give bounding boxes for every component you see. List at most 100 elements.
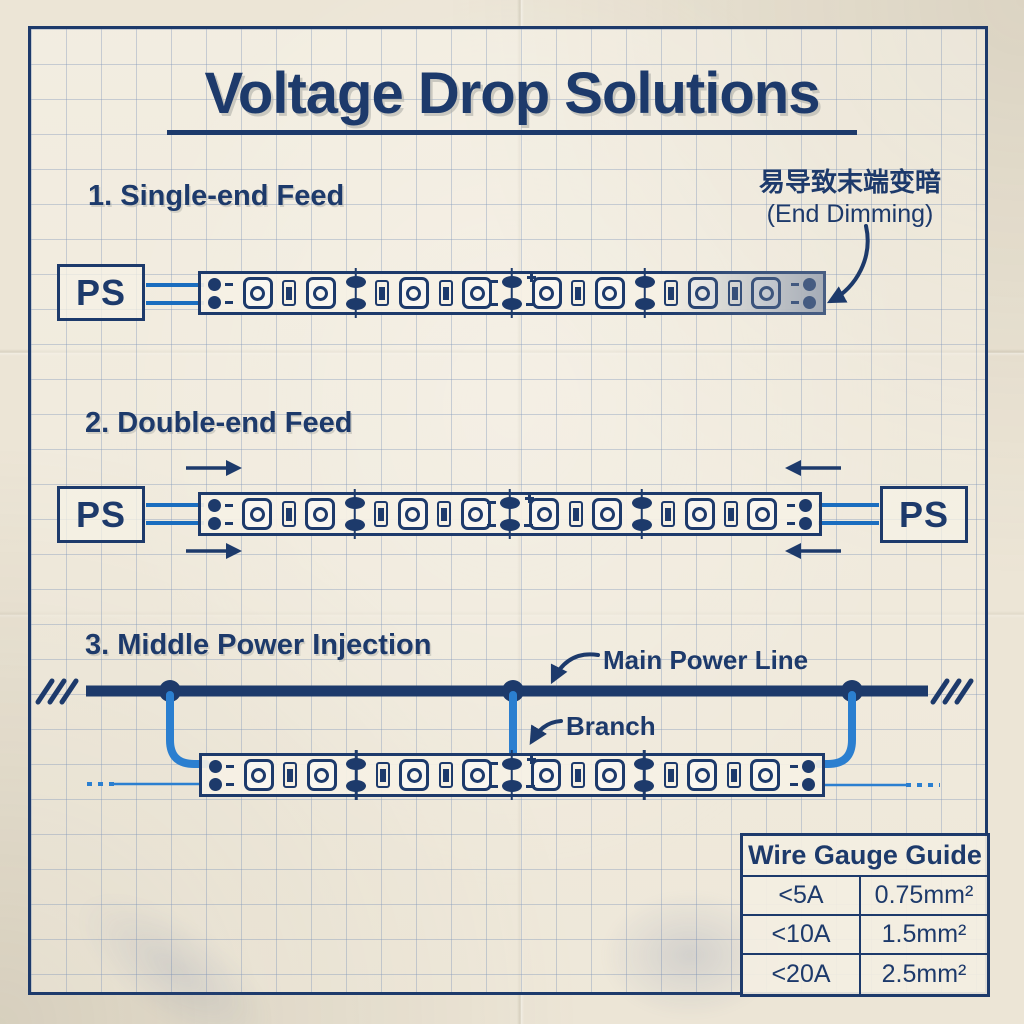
resistor-icon — [374, 501, 389, 527]
led-strip-single-end — [198, 271, 826, 315]
solder-oval — [345, 298, 366, 310]
cut-point — [488, 271, 536, 315]
led-strip-middle-injection — [199, 753, 825, 797]
minus-mark — [488, 762, 498, 765]
led-lens — [469, 767, 485, 783]
resistor-icon — [283, 762, 298, 788]
minus-mark — [488, 280, 498, 283]
cut-point — [634, 271, 655, 315]
end-dimming-annotation-en: (End Dimming) — [766, 199, 934, 228]
solder-pad — [801, 759, 815, 773]
led-icon — [462, 759, 493, 791]
led-icon — [243, 759, 274, 791]
resistor-body — [665, 507, 672, 521]
cut-point — [486, 492, 534, 536]
resistor-icon — [661, 501, 676, 527]
led-lens — [602, 767, 618, 783]
led-lens — [694, 767, 710, 783]
led-icon — [462, 277, 493, 309]
gauge-cell: 1.5mm² — [881, 920, 967, 948]
wire-gauge-table-title: Wire Gauge Guide — [743, 836, 987, 877]
led-lens — [250, 285, 266, 301]
resistor-icon — [375, 762, 390, 788]
solder-pad-row — [786, 498, 812, 512]
power-supply-2-right: PS — [880, 486, 968, 543]
title-underline — [167, 130, 857, 135]
solder-oval — [631, 497, 652, 509]
led-icon — [242, 498, 273, 530]
led-icon — [460, 498, 491, 530]
minus-mark — [488, 303, 498, 306]
solder-oval — [345, 276, 366, 288]
solder-oval — [346, 758, 367, 770]
led-icon — [398, 277, 429, 309]
main-power-line-label: Main Power Line — [603, 645, 809, 675]
led-icon — [531, 277, 562, 309]
resistor-body — [442, 286, 449, 300]
solder-pad-row — [208, 498, 233, 512]
led-icon — [305, 277, 336, 309]
minus-mark — [525, 785, 535, 788]
solder-oval — [501, 780, 522, 792]
led-icon — [594, 277, 625, 309]
resistor-icon — [282, 280, 297, 306]
plus-mark — [524, 494, 534, 503]
plus-mark — [526, 755, 536, 764]
solder-pad — [208, 498, 221, 512]
solder-pads — [208, 498, 233, 530]
led-icon — [750, 759, 781, 791]
solder-pad-row — [209, 759, 234, 773]
wire-gauge-table: Wire Gauge Guide <5A 0.75mm² <10A 1.5mm²… — [740, 833, 990, 997]
minus-mark — [486, 501, 496, 504]
led-icon — [242, 277, 273, 309]
resistor-icon — [375, 280, 390, 306]
resistor-body — [730, 768, 737, 782]
resistor-body — [378, 507, 385, 521]
solder-pad — [208, 277, 221, 291]
end-dimming-annotation: 易导致末端变暗 (End Dimming) — [726, 166, 974, 230]
solder-pad — [208, 516, 221, 530]
solder-pad — [801, 777, 815, 791]
solder-pads — [786, 498, 812, 530]
led-lens — [536, 506, 552, 522]
led-icon — [687, 759, 718, 791]
end-dimming-annotation-cn: 易导致末端变暗 — [758, 167, 941, 197]
table-row: <10A 1.5mm² — [743, 916, 987, 955]
solder-oval — [499, 519, 520, 531]
power-supply-2-left: PS — [57, 486, 145, 543]
led-lens — [757, 767, 773, 783]
led-icon — [592, 498, 623, 530]
led-strip-double-end — [198, 492, 822, 536]
solder-oval — [499, 497, 520, 509]
solder-pads — [208, 277, 233, 309]
solder-pad-row — [789, 777, 815, 791]
led-icon — [305, 498, 336, 530]
led-lens — [406, 767, 422, 783]
resistor-body — [575, 768, 582, 782]
resistor-icon — [726, 762, 741, 788]
power-supply-1: PS — [57, 264, 145, 321]
resistor-body — [667, 768, 674, 782]
solder-pad — [209, 759, 222, 773]
section-1-heading: 1. Single-end Feed — [88, 180, 345, 212]
led-lens — [251, 767, 267, 783]
led-icon — [399, 759, 430, 791]
led-lens — [314, 767, 330, 783]
resistor-icon — [437, 501, 452, 527]
resistor-body — [441, 507, 448, 521]
cut-point — [488, 753, 536, 797]
led-lens — [313, 285, 329, 301]
minus-mark — [786, 521, 795, 525]
solder-pad-row — [789, 759, 815, 773]
minus-mark — [225, 503, 233, 507]
gauge-cell: 0.75mm² — [874, 881, 974, 909]
resistor-icon — [438, 762, 453, 788]
solder-oval — [634, 276, 655, 288]
current-cell: <10A — [743, 916, 861, 953]
resistor-icon — [724, 501, 738, 527]
current-cell: <20A — [743, 955, 861, 994]
solder-pad-row — [208, 277, 233, 291]
cut-point — [634, 753, 655, 797]
led-icon — [529, 498, 560, 530]
minus-mark — [789, 782, 798, 786]
